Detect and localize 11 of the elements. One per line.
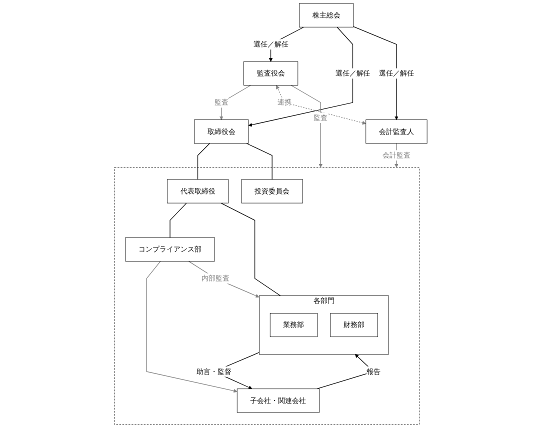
connector [246,143,272,180]
connector [197,143,210,180]
connector [220,202,280,296]
arrow [290,84,322,168]
cluster [114,167,420,425]
arrow [146,260,237,393]
connector [169,202,187,238]
arrow [188,260,260,298]
arrow [276,85,366,125]
arrow [219,84,251,120]
arrow [352,26,398,120]
